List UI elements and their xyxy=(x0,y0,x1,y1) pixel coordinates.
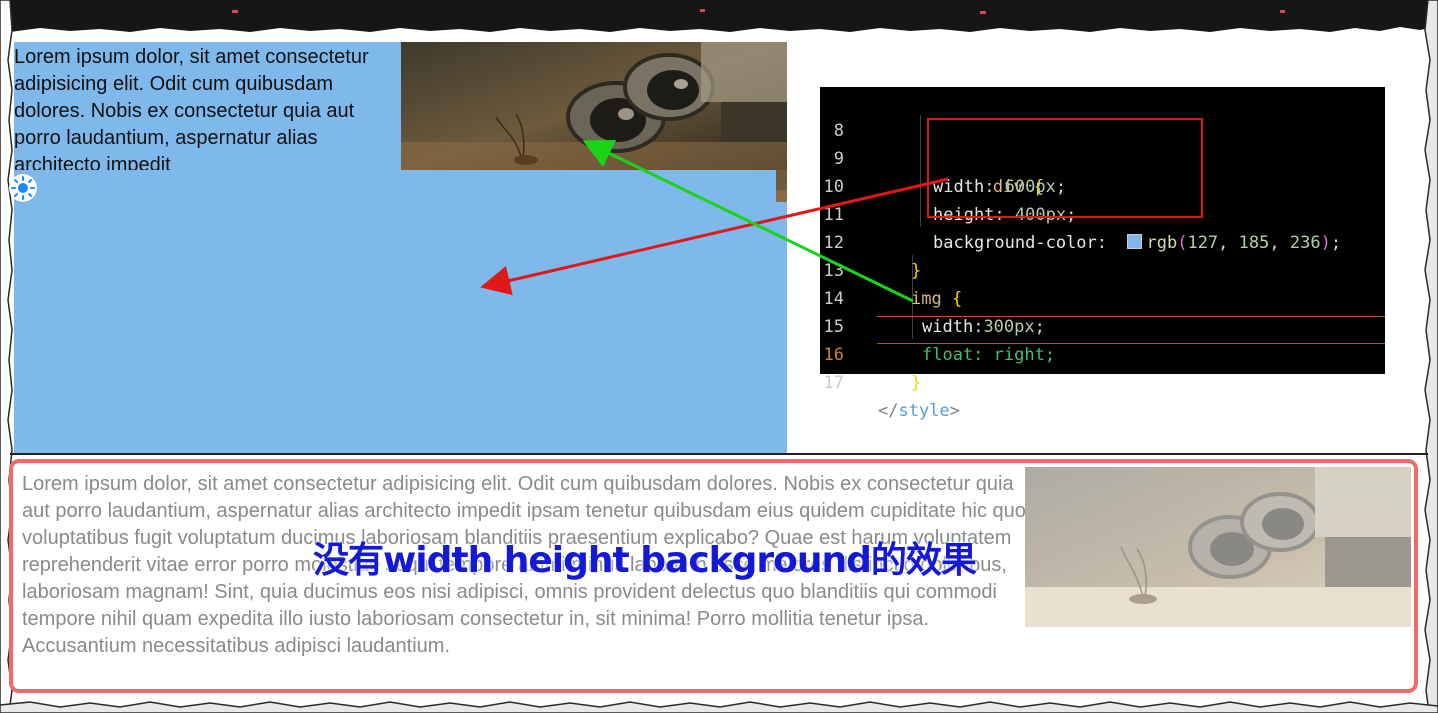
current-line-indicator xyxy=(877,316,1385,344)
code-line-16: 16 } xyxy=(823,345,922,393)
demo-without-size-and-background: Lorem ipsum dolor, sit amet consectetur … xyxy=(9,459,1418,693)
demo-paragraph: Lorem ipsum dolor, sit amet consectetur … xyxy=(14,46,369,170)
wall-e-image-overflow xyxy=(776,170,787,202)
code-line-17: 17 </style> xyxy=(823,373,960,421)
wall-e-image xyxy=(401,42,787,170)
demo-paragraph-no-style: Lorem ipsum dolor, sit amet consectetur … xyxy=(22,473,1026,657)
torn-bottom-edge xyxy=(0,701,1438,713)
highlight-box-size-and-background xyxy=(927,118,1203,218)
code-line-14: 14 width:300px; xyxy=(823,289,1045,337)
section-divider xyxy=(10,453,1428,455)
code-line-13: 13 img { xyxy=(823,261,963,309)
code-line-15: 15 float: right; xyxy=(823,317,1056,365)
code-line-8: 8 div { xyxy=(833,121,1045,197)
wall-e-image-faded xyxy=(1025,467,1411,627)
caption-no-width-height-background: 没有width height background的效果 xyxy=(313,540,977,581)
color-swatch[interactable] xyxy=(1127,234,1143,249)
code-line-11: 11 background-color: rgb(127, 185, 236); xyxy=(823,205,1342,253)
torn-top-edge xyxy=(0,0,1438,32)
torn-right-edge xyxy=(1424,0,1438,713)
code-line-10: 10 height: 400px; xyxy=(823,177,1077,225)
sun-icon[interactable] xyxy=(9,174,37,202)
